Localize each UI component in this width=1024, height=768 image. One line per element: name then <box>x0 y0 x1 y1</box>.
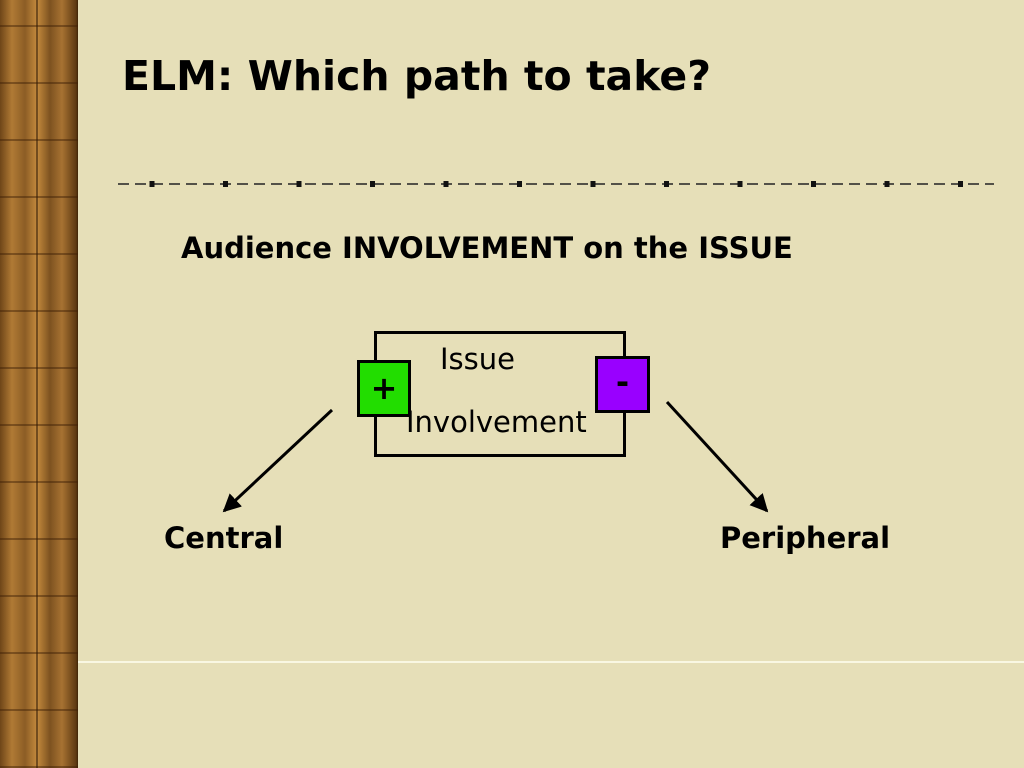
peripheral-arrow <box>665 400 769 513</box>
minus-box: - <box>595 356 650 413</box>
slide-title: ELM: Which path to take? <box>122 52 711 100</box>
divider-dot <box>296 181 302 187</box>
divider-dot <box>737 181 743 187</box>
plus-box: + <box>357 360 411 417</box>
divider-dot <box>443 181 449 187</box>
divider-dot <box>811 181 816 187</box>
box-label-issue: Issue <box>440 342 515 376</box>
divider-dot <box>223 181 228 187</box>
box-label-involvement: Involvement <box>406 405 587 439</box>
divider-dot <box>884 181 890 187</box>
peripheral-route-label: Peripheral <box>720 521 891 555</box>
divider-dot <box>517 181 522 187</box>
decorative-wood-sidebar <box>0 0 78 768</box>
divider-dot <box>370 181 375 187</box>
dashed-divider <box>118 181 994 187</box>
central-arrow <box>222 408 334 513</box>
divider-dot <box>590 181 596 187</box>
footer-divider <box>78 661 1024 663</box>
divider-dot <box>958 181 963 187</box>
divider-dot <box>664 181 669 187</box>
divider-dot <box>149 181 155 187</box>
central-route-label: Central <box>164 521 284 555</box>
slide-subtitle: Audience INVOLVEMENT on the ISSUE <box>181 231 793 265</box>
